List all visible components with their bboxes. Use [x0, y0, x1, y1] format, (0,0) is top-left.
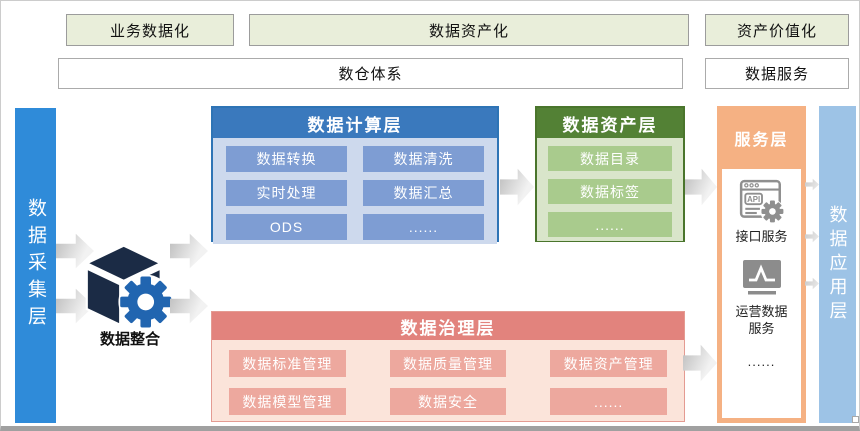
governance-item: 数据质量管理 — [389, 350, 507, 377]
system-box-data-service: 数据服务 — [705, 58, 849, 89]
governance-item: 数据标准管理 — [229, 350, 346, 377]
governance-layer-title: 数据治理层 — [212, 312, 684, 340]
arrow-service-to-app-1 — [805, 178, 819, 191]
resize-handle — [852, 416, 859, 423]
arrow-compute-to-asset — [500, 168, 534, 206]
stage-banner-data-assetization: 数据资产化 — [249, 14, 689, 46]
asset-layer-title: 数据资产层 — [537, 108, 683, 138]
compute-layer-box: 数据计算层 数据转换 数据清洗 实时处理 数据汇总 ODS ...... — [211, 106, 499, 244]
asset-item: ...... — [548, 212, 672, 237]
governance-item: 数据资产管理 — [550, 350, 667, 377]
asset-item: 数据目录 — [548, 146, 672, 171]
service-layer-body: API — [722, 169, 801, 418]
service-layer-title: 服务层 — [734, 131, 789, 149]
compute-item: 数据转换 — [226, 146, 347, 172]
stage-banner-asset-valorization: 资产价值化 — [705, 14, 849, 46]
arrow-integration-to-compute — [170, 233, 208, 269]
governance-item: 数据模型管理 — [229, 388, 346, 415]
arrow-governance-to-service — [683, 344, 717, 382]
api-service-icon: API — [739, 179, 784, 224]
ops-data-service-icon — [742, 259, 781, 295]
compute-item: 数据清洗 — [363, 146, 484, 172]
arrow-asset-to-service — [685, 168, 717, 206]
data-integration-label: 数据整合 — [99, 331, 160, 348]
compute-item: ODS — [226, 214, 347, 240]
asset-item: 数据标签 — [548, 179, 672, 204]
data-integration-icon — [84, 241, 173, 333]
governance-layer-body: 数据标准管理 数据质量管理 数据资产管理 数据模型管理 数据安全 ...... — [212, 340, 684, 421]
service-layer-box: 服务层 API — [717, 106, 806, 423]
governance-item: ...... — [550, 388, 667, 415]
compute-item: 实时处理 — [226, 180, 347, 206]
system-box-data-warehouse: 数仓体系 — [58, 58, 683, 89]
compute-item: ...... — [363, 214, 484, 240]
compute-layer-body: 数据转换 数据清洗 实时处理 数据汇总 ODS ...... — [213, 138, 497, 244]
asset-layer-box: 数据资产层 数据目录 数据标签 ...... — [535, 106, 685, 242]
api-icon-text: API — [747, 195, 760, 204]
compute-item: 数据汇总 — [363, 180, 484, 206]
arrow-service-to-app-3 — [805, 277, 819, 290]
api-service-label: 接口服务 — [735, 229, 788, 244]
governance-layer-box: 数据治理层 数据标准管理 数据质量管理 数据资产管理 数据模型管理 数据安全 .… — [211, 311, 685, 422]
data-collection-layer-bar: 数据采集层 — [15, 108, 56, 423]
service-more-ellipsis: ...... — [747, 353, 776, 369]
asset-layer-body: 数据目录 数据标签 ...... — [537, 138, 683, 241]
stage-banner-business-datafication: 业务数据化 — [66, 14, 234, 46]
arrow-service-to-app-2 — [805, 230, 819, 243]
compute-layer-title: 数据计算层 — [213, 108, 497, 138]
data-collection-layer-label: 数据采集层 — [25, 198, 46, 333]
data-application-layer-bar: 数据应用层 — [819, 106, 856, 423]
governance-item: 数据安全 — [389, 388, 507, 415]
arrow-integration-to-governance — [170, 288, 208, 324]
ops-data-service-label: 运营数据服务 — [735, 303, 788, 337]
cube-gear-icon — [84, 244, 173, 330]
data-application-layer-label: 数据应用层 — [827, 204, 848, 325]
